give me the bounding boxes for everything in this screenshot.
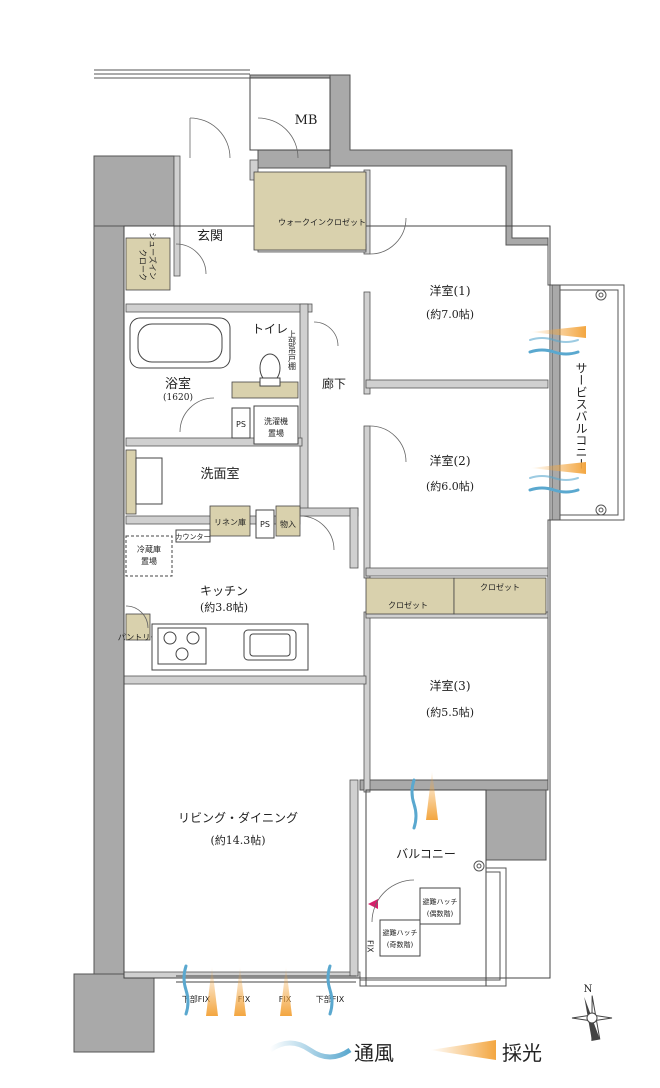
wind-legend-icon [268, 1040, 352, 1060]
svg-text:置場: 置場 [141, 556, 157, 566]
living-size-label: (約14.3帖) [210, 833, 265, 847]
fix-1-label: FIX [238, 995, 251, 1004]
svg-text:(偶数階): (偶数階) [427, 909, 454, 918]
fridge-place: 冷蔵庫 置場 [125, 535, 173, 577]
fix-side-label: FIX [366, 940, 375, 953]
svg-text:カウンター: カウンター [176, 532, 211, 541]
ps2-box: PS [255, 509, 275, 539]
room3-size-label: (約5.5帖) [426, 705, 474, 719]
toilet-fixture [259, 353, 281, 387]
bathtub [129, 317, 231, 369]
svg-text:(奇数階): (奇数階) [387, 940, 414, 949]
washroom-label: 洗面室 [200, 466, 239, 482]
svg-text:避難ハッチ: 避難ハッチ [423, 897, 458, 906]
room1-size-label: (約7.0帖) [426, 307, 474, 321]
svg-text:避難ハッチ: 避難ハッチ [383, 928, 418, 937]
svg-text:置場: 置場 [268, 428, 284, 438]
closet-a-label: クロゼット [388, 600, 428, 610]
room2-label: 洋室(2) [430, 453, 471, 468]
legend: 通風 採光 [268, 1040, 542, 1065]
pantry-label: パントリー [118, 633, 158, 642]
storage-label: 物入 [280, 519, 296, 529]
compass-icon: N [571, 984, 613, 1041]
service-balcony-label: サービスバルコニー [574, 362, 588, 470]
fix-bottom-right-label: 下部FIX [316, 994, 345, 1004]
toilet-label: トイレ [252, 322, 288, 336]
wind-legend-label: 通風 [354, 1041, 394, 1065]
living-label: リビング・ダイニング [178, 810, 298, 825]
upper-cabinet-label: 上部吊戸棚 [288, 330, 297, 371]
mb-box: MB [249, 77, 331, 151]
light-legend-icon [430, 1040, 496, 1060]
living-windows [176, 975, 356, 983]
svg-text:PS: PS [236, 420, 246, 429]
svg-text:洗濯機: 洗濯機 [264, 416, 288, 426]
shoes-closet-label-2: クローク [138, 249, 147, 281]
service-balcony-railing [560, 284, 625, 521]
closet-b-label: クロゼット [480, 582, 520, 592]
mb-label: MB [295, 113, 318, 128]
kitchen-counter [151, 623, 309, 671]
balcony-label: バルコニー [396, 847, 456, 861]
washer-place: 洗濯機 置場 [253, 405, 299, 445]
room3-label: 洋室(3) [430, 678, 471, 693]
light-legend-label: 採光 [502, 1041, 542, 1065]
vanity [135, 457, 163, 505]
balcony-railing [359, 860, 507, 987]
shoes-closet-label-1: シューズイン [148, 232, 158, 280]
daylight-indicators [206, 326, 586, 1016]
linen-storage: リネン庫 [214, 517, 246, 527]
hatch-even: 避難ハッチ (偶数階) [419, 887, 461, 925]
genkan-label: 玄関 [197, 229, 223, 244]
airflow-indicators [182, 337, 580, 1016]
door-swings [125, 117, 415, 923]
svg-text:N: N [584, 984, 593, 995]
bath-size-label: (1620) [163, 392, 193, 403]
room1-label: 洋室(1) [430, 283, 471, 298]
hatch-odd: 避難ハッチ (奇数階) [379, 919, 421, 957]
bath-label: 浴室 [165, 376, 191, 392]
svg-text:PS: PS [260, 520, 270, 529]
inner-walls [123, 155, 549, 979]
kitchen-size-label: (約3.8帖) [200, 600, 248, 614]
counter: カウンター [175, 529, 211, 543]
walkin-closet-label: ウォークインクロゼット [278, 217, 366, 227]
entry-marker [368, 899, 378, 909]
svg-text:冷蔵庫: 冷蔵庫 [137, 544, 161, 554]
ps1-box: PS [231, 407, 251, 439]
svg-text:リネン庫: リネン庫 [214, 517, 246, 527]
corridor-label: 廊下 [322, 376, 346, 391]
room2-size-label: (約6.0帖) [426, 479, 474, 493]
entrance-railing [94, 69, 250, 79]
fix-bottom-left-label: 下部FIX [182, 994, 211, 1004]
kitchen-label: キッチン [200, 584, 248, 598]
